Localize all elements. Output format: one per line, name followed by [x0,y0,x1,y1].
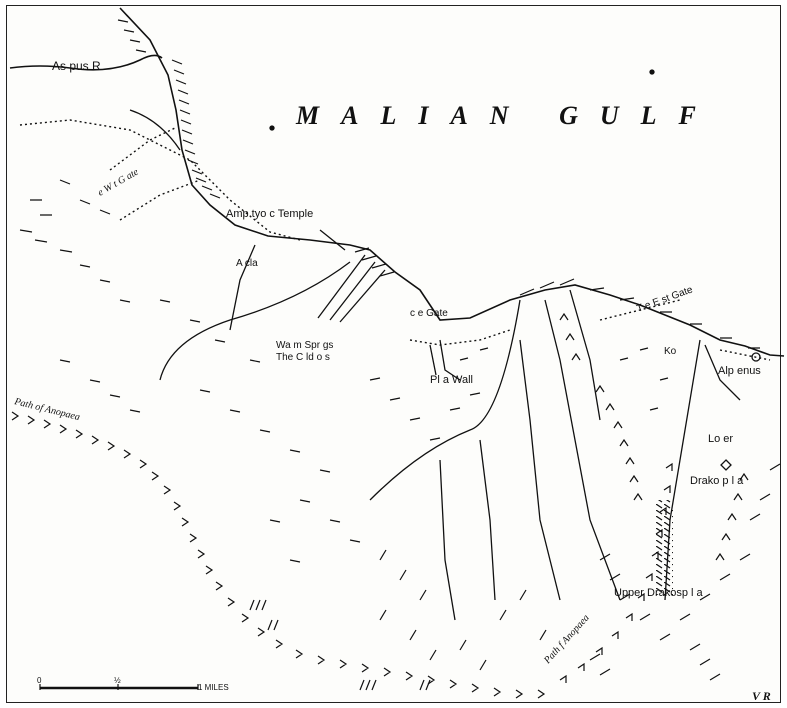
label-upper-drakospilia: Upper Drakosp l a [614,587,704,599]
scale-bar: 0 ½ 1 MILES [37,676,229,692]
islet-dot [269,125,275,131]
label-path-of-anopaea-south: Path f Anopaea [541,613,591,667]
label-amphictyonic-temple: Amp tyo c Temple [226,208,313,220]
lower-drakospilia-marker [720,459,732,471]
map-credit: V R [752,689,771,703]
map-frame [6,5,781,703]
label-middle-gate: c e Gate [410,308,448,319]
label-path-of-anopaea-west: Path of Anopaea [12,396,81,423]
islet-dot-east [649,69,655,75]
label-warm-springs: Wa m Spr gs [276,340,333,351]
label-phocian-wall: Pl a Wall [430,374,473,386]
label-west-gate: e W t G ate [96,166,141,198]
scale-start: 0 [37,676,42,685]
label-east-gate: T e E st Gate [635,284,694,315]
scale-mid: ½ [114,676,121,685]
path-of-anopaea [11,312,749,699]
coast-hatching [117,19,760,349]
label-the-cauldrons: The C ld o s [276,352,330,363]
settlement-markers [269,69,761,471]
alpenus-marker [751,352,761,362]
label-kolonos: Ko [664,346,677,357]
scale-end: 1 MILES [198,683,229,692]
route-labels: Path of Anopaea Path f Anopaea e W t G a… [12,166,591,666]
label-drakospilia-lower: Drako p l a [690,475,744,487]
label-asopus: As pus R [52,59,101,73]
label-anthela: A cla [236,258,258,269]
hill-hatching [19,179,781,691]
label-malian-gulf: MALIAN GULF [295,101,718,130]
label-alpenus: Alp enus [718,365,761,377]
label-lower: Lo er [708,433,733,445]
asopus-river [9,54,163,71]
coastline [119,7,785,357]
upper-drakospilia-ridge [655,500,673,595]
tracks [19,119,771,361]
streams [129,109,741,621]
place-labels: Amp tyo c Temple A cla Wa m Spr gs The C… [226,208,761,599]
